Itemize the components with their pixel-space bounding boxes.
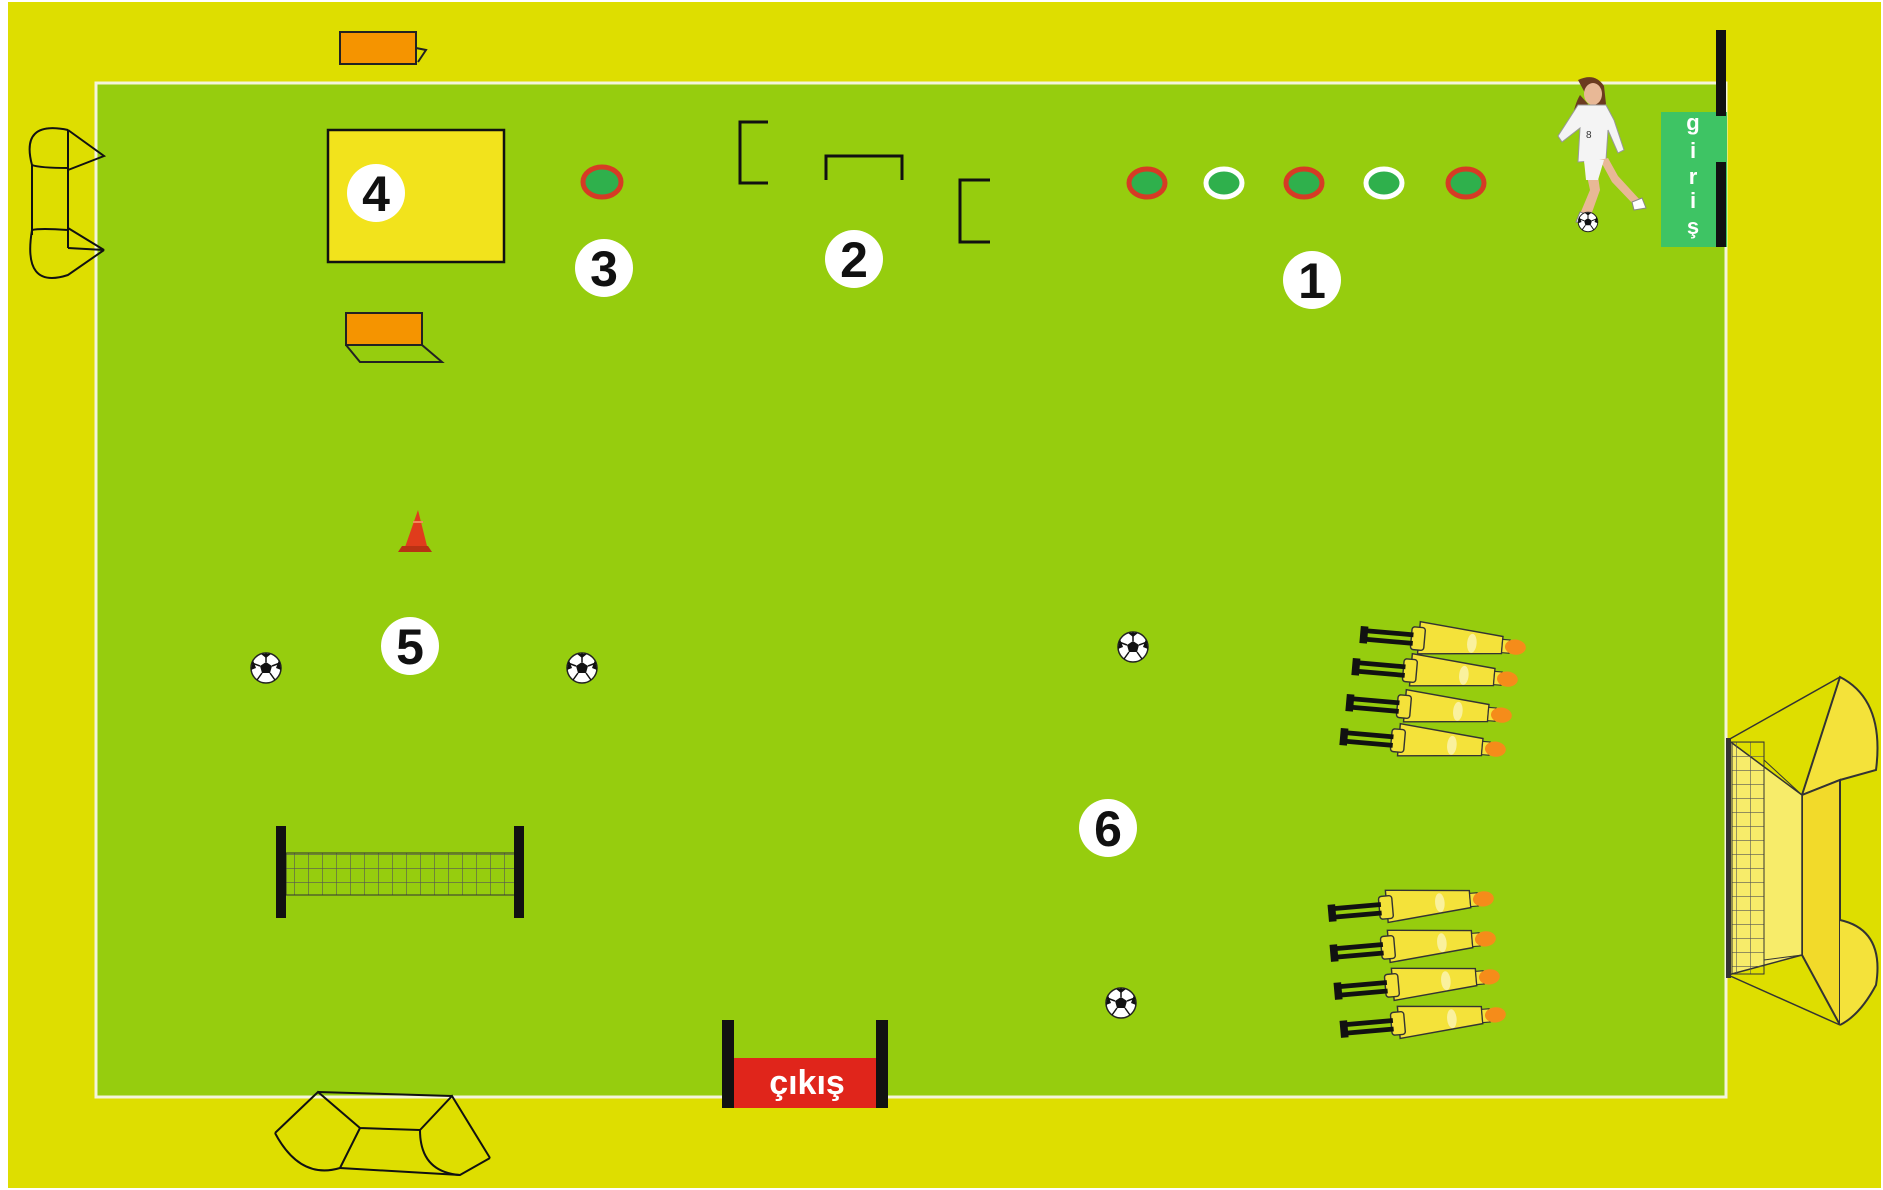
- ring-icon: [1286, 169, 1322, 197]
- station-number-6: 6: [1079, 799, 1137, 857]
- station-number-2: 2: [825, 230, 883, 288]
- station-2-label: 2: [840, 232, 868, 288]
- soccer-ball-icon: [1118, 632, 1148, 662]
- entry-letter-3: r: [1689, 164, 1698, 189]
- station-5-label: 5: [396, 619, 424, 675]
- soccer-ball-icon: [1578, 212, 1598, 232]
- entry-letter-1: g: [1686, 110, 1699, 135]
- ring-icon: [1448, 169, 1484, 197]
- station-1-label: 1: [1298, 253, 1326, 309]
- ring-icon: [1366, 169, 1402, 197]
- soccer-ball-icon: [251, 653, 281, 683]
- soccer-ball-icon: [567, 653, 597, 683]
- station-number-5: 5: [381, 617, 439, 675]
- station-4-label: 4: [362, 166, 390, 222]
- exit-label: çıkış: [769, 1064, 845, 1102]
- ring-icon: [1206, 169, 1242, 197]
- entry-letter-5: ş: [1687, 214, 1699, 239]
- ring-icon: [583, 167, 621, 197]
- ring-icon: [1129, 169, 1165, 197]
- station-number-1: 1: [1283, 251, 1341, 309]
- hurdle-icon: [340, 32, 426, 64]
- station-number-3: 3: [575, 239, 633, 297]
- entry-letter-4: i: [1690, 188, 1696, 213]
- svg-text:8: 8: [1586, 130, 1592, 141]
- station-3-label: 3: [590, 241, 618, 297]
- station-number-4: 4: [347, 164, 405, 222]
- soccer-ball-icon: [1106, 988, 1136, 1018]
- station-6-label: 6: [1094, 801, 1122, 857]
- entry-letter-2: i: [1690, 138, 1696, 163]
